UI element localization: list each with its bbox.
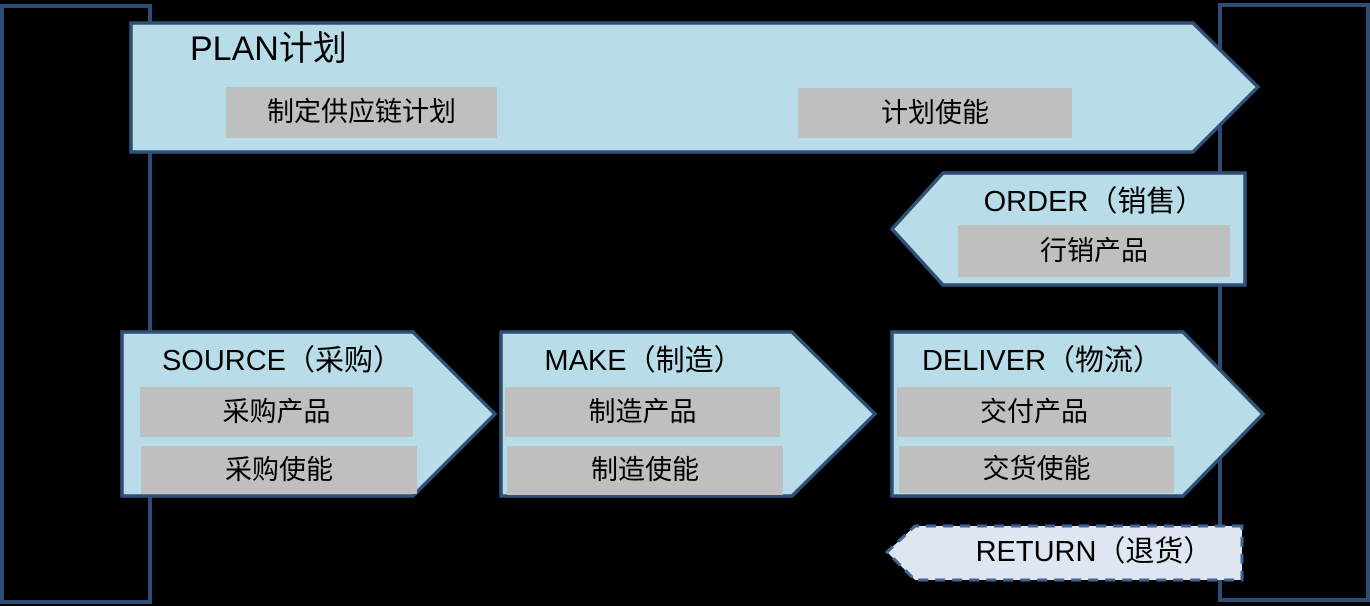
right-frame-rect bbox=[1218, 3, 1370, 602]
order-subprocess-box: 行销产品 bbox=[958, 225, 1230, 277]
return-arrow-title: RETURN（退货） bbox=[975, 536, 1213, 568]
deliver-subprocess-box: 交付产品 bbox=[897, 387, 1171, 437]
source-arrow-title: SOURCE（采购） bbox=[161, 345, 403, 377]
plan-subprocess-box: 制定供应链计划 bbox=[226, 87, 497, 138]
source-subprocess-box: 采购使能 bbox=[141, 446, 417, 494]
order-arrow-title: ORDER（销售） bbox=[983, 186, 1205, 218]
plan-arrow-title: PLAN计划 bbox=[190, 30, 347, 68]
deliver-subprocess-box: 交货使能 bbox=[899, 446, 1174, 493]
make-subprocess-box: 制造产品 bbox=[505, 387, 780, 437]
left-frame-rect bbox=[0, 4, 152, 604]
make-subprocess-box: 制造使能 bbox=[507, 446, 783, 495]
plan-subprocess-box: 计划使能 bbox=[798, 88, 1072, 138]
return-arrow-shape bbox=[884, 524, 1244, 582]
make-arrow-title: MAKE（制造） bbox=[544, 345, 743, 377]
source-subprocess-box: 采购产品 bbox=[140, 387, 413, 437]
deliver-arrow-title: DELIVER（物流） bbox=[921, 345, 1163, 377]
